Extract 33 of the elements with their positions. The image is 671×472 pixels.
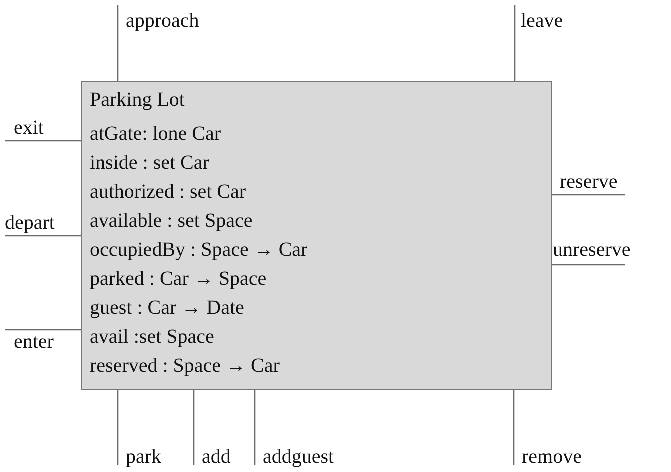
operation-label: remove: [514, 446, 604, 468]
connector-line: [5, 329, 81, 331]
attribute-text: authorized : set Car: [90, 180, 248, 205]
connector-line: [193, 390, 195, 465]
attribute-text: atGate: lone Car: [90, 122, 222, 147]
connector-line: [552, 264, 625, 266]
operation-label: add: [194, 446, 244, 468]
operation-label: exit: [5, 117, 65, 141]
connector-line: [117, 5, 119, 81]
connector-line: [552, 194, 625, 196]
operation-label: enter: [5, 331, 75, 355]
connector-line: [513, 390, 515, 465]
operation-label: depart: [5, 212, 75, 236]
attribute-text: reserved : Space → Car: [90, 354, 281, 379]
attribute-text: parked : Car → Space: [90, 267, 268, 292]
connector-line: [117, 390, 119, 465]
operation-label: addguest: [255, 446, 355, 468]
operation-label: leave: [515, 10, 595, 34]
attribute-text: inside : set Car: [90, 151, 210, 176]
connector-line: [514, 5, 516, 81]
operation-label: park: [118, 446, 168, 468]
class-name: Parking Lot: [90, 88, 186, 112]
attribute-text: available : set Space: [90, 209, 254, 234]
connector-line: [5, 140, 81, 142]
operation-label: unreserve: [553, 239, 639, 263]
class-box: [81, 81, 552, 390]
operation-label: approach: [118, 10, 218, 34]
attribute-text: avail :set Space: [90, 325, 216, 350]
operation-label: reserve: [560, 171, 632, 195]
attribute-text: guest : Car → Date: [90, 296, 246, 321]
attribute-text: occupiedBy : Space → Car: [90, 238, 309, 263]
connector-line: [5, 235, 81, 237]
connector-line: [254, 390, 256, 465]
